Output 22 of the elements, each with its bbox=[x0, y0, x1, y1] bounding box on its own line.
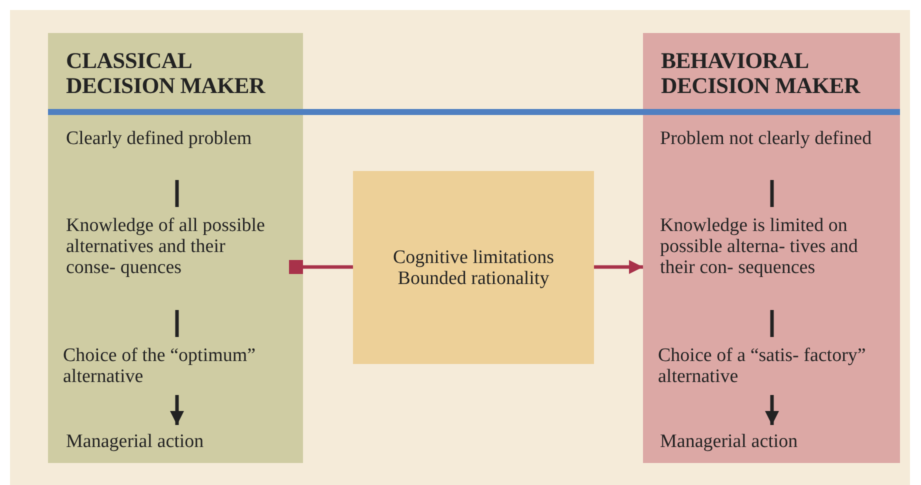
step-text: Choice of a “satis- factory” alternative bbox=[658, 345, 867, 387]
step-text: Clearly defined problem bbox=[66, 128, 253, 149]
connector-line bbox=[175, 310, 179, 337]
step-text: Knowledge of all possible alternatives and their conse- quences bbox=[66, 215, 266, 278]
arrow bbox=[594, 260, 643, 274]
column-panel bbox=[48, 33, 303, 463]
concept-box bbox=[353, 171, 594, 364]
step-text: Choice of the “optimum” alternative bbox=[63, 345, 257, 387]
column-heading: CLASSICAL DECISION MAKER bbox=[66, 48, 266, 98]
concept-text: Cognitive limitations Bounded rationality bbox=[392, 246, 555, 288]
connector-line bbox=[770, 310, 774, 337]
column-heading: BEHAVIORAL DECISION MAKER bbox=[661, 48, 862, 98]
connector-line bbox=[175, 180, 179, 207]
arrow bbox=[170, 395, 184, 425]
step-text: Knowledge is limited on possible alterna- tives and their con- sequences bbox=[660, 215, 859, 278]
connector-line bbox=[770, 180, 774, 207]
arrow bbox=[765, 395, 779, 425]
step-text: Managerial action bbox=[66, 431, 205, 452]
column-panel bbox=[643, 33, 900, 463]
step-text: Managerial action bbox=[660, 431, 799, 452]
connector-line bbox=[289, 260, 353, 274]
step-text: Problem not clearly defined bbox=[660, 128, 873, 149]
